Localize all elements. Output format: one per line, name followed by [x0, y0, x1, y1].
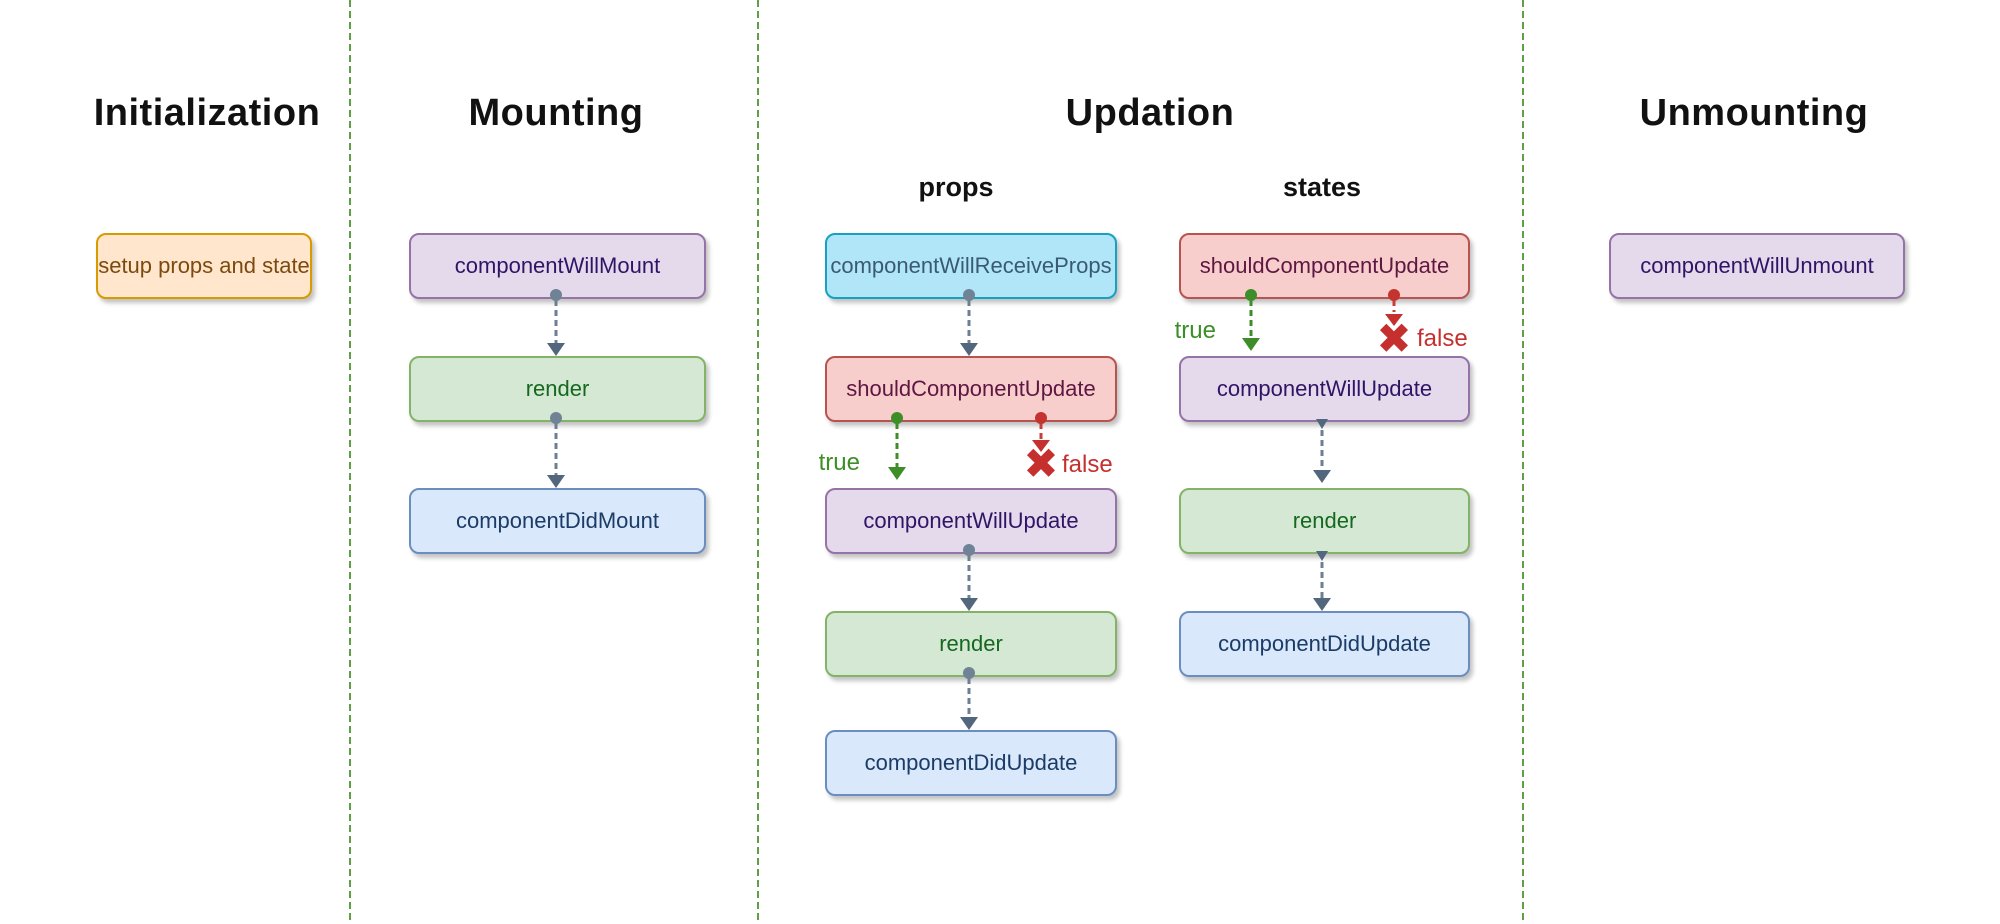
node-componentWillUnmount: componentWillUnmount	[1609, 233, 1905, 299]
connector-source-dot	[550, 289, 562, 301]
arrow-down-icon	[960, 343, 978, 356]
node-componentDidUpdate-props: componentDidUpdate	[825, 730, 1117, 796]
heading-unmounting: Unmounting	[1639, 92, 1869, 134]
connector-source-dot	[963, 289, 975, 301]
arrow-down-icon	[547, 475, 565, 488]
node-componentDidMount: componentDidMount	[409, 488, 706, 554]
connector-source-dot	[963, 544, 975, 556]
false-branch-line	[1039, 423, 1043, 440]
true-branch-dot	[891, 412, 903, 424]
node-componentWillUpdate-props: componentWillUpdate	[825, 488, 1117, 554]
arrow-down-icon	[1313, 598, 1331, 611]
heading-updation: Updation	[1065, 92, 1235, 134]
arrow-down-icon	[1313, 470, 1331, 483]
false-branch-dot	[1388, 289, 1400, 301]
node-render-props: render	[825, 611, 1117, 677]
node-componentWillMount: componentWillMount	[409, 233, 706, 299]
node-componentDidUpdate-states: componentDidUpdate	[1179, 611, 1470, 677]
connector-source-dot	[550, 412, 562, 424]
false-label-props: false	[1062, 451, 1113, 478]
connector-line	[1320, 430, 1324, 470]
false-arrow-down-icon	[1032, 440, 1050, 452]
true-branch-dot	[1245, 289, 1257, 301]
arrow-down-icon	[960, 598, 978, 611]
phase-separator	[757, 0, 759, 924]
connector-source-dot	[963, 667, 975, 679]
false-branch-dot	[1035, 412, 1047, 424]
true-arrow-down-icon	[1242, 338, 1260, 351]
heading-initialization: Initialization	[93, 92, 321, 134]
true-arrow-down-icon	[888, 467, 906, 480]
connector-line	[1320, 562, 1324, 598]
subheading-states: states	[1282, 172, 1362, 202]
true-label-props: true	[818, 449, 860, 476]
phase-separator	[1522, 0, 1524, 924]
true-branch-line	[895, 423, 899, 467]
false-label-states: false	[1417, 325, 1468, 352]
node-shouldComponentUpdate-states: shouldComponentUpdate	[1179, 233, 1470, 299]
node-componentWillUpdate-states: componentWillUpdate	[1179, 356, 1470, 422]
node-setup-props-and-state: setup props and state	[96, 233, 312, 299]
false-cross-icon: ✖	[1023, 439, 1059, 488]
false-branch-line	[1392, 300, 1396, 312]
false-cross-icon: ✖	[1376, 314, 1412, 363]
connector-line	[554, 423, 558, 475]
connector-source-triangle	[1316, 551, 1328, 561]
node-componentWillReceiveProps: componentWillReceiveProps	[825, 233, 1117, 299]
connector-line	[967, 300, 971, 343]
connector-source-triangle	[1316, 419, 1328, 429]
connector-line	[554, 300, 558, 343]
connector-line	[967, 678, 971, 717]
arrow-down-icon	[960, 717, 978, 730]
false-arrow-down-icon	[1385, 314, 1403, 326]
true-label-states: true	[1174, 317, 1216, 344]
node-render-states: render	[1179, 488, 1470, 554]
subheading-props: props	[918, 172, 994, 202]
connector-line	[967, 555, 971, 598]
phase-separator	[349, 0, 351, 924]
node-shouldComponentUpdate-props: shouldComponentUpdate	[825, 356, 1117, 422]
arrow-down-icon	[547, 343, 565, 356]
heading-mounting: Mounting	[468, 92, 644, 134]
true-branch-line	[1249, 300, 1253, 338]
